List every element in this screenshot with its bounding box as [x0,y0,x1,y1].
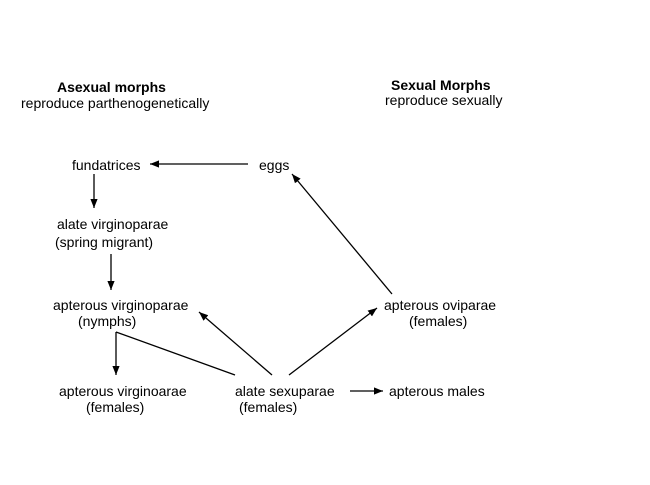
node-alate-virginoparae: alate virginoparae [57,216,169,232]
asexual-morphs-heading: Asexual morphs [57,79,166,95]
node-virginoarae-females: (females) [86,399,145,415]
node-fundatrices: fundatrices [72,157,141,173]
asexual-morphs-subheading: reproduce parthenogenetically [21,95,210,111]
line-apterous-virginoparae-to-alate-sexuparae [115,331,236,376]
node-apterous-virginoparae: apterous virginoparae [53,297,189,313]
sexual-morphs-subheading: reproduce sexually [385,92,503,108]
node-apterous-virginoarae: apterous virginoarae [59,383,187,399]
arrow-alate-sexuparae-to-apterous-virginoparae [198,311,273,376]
node-nymphs: (nymphs) [78,313,137,329]
node-apterous-oviparae: apterous oviparae [384,297,497,313]
sexual-morphs-heading: Sexual Morphs [391,77,491,93]
arrow-apterous-oviparae-to-eggs [291,173,393,295]
node-alate-sexuparae: alate sexuparae [235,383,335,399]
node-eggs: eggs [259,157,290,173]
node-apterous-males: apterous males [389,383,485,399]
node-sexuparae-females: (females) [239,399,298,415]
node-spring-migrant: (spring migrant) [55,234,154,250]
arrow-alate-sexuparae-to-apterous-oviparae [288,307,378,376]
node-oviparae-females: (females) [409,313,468,329]
